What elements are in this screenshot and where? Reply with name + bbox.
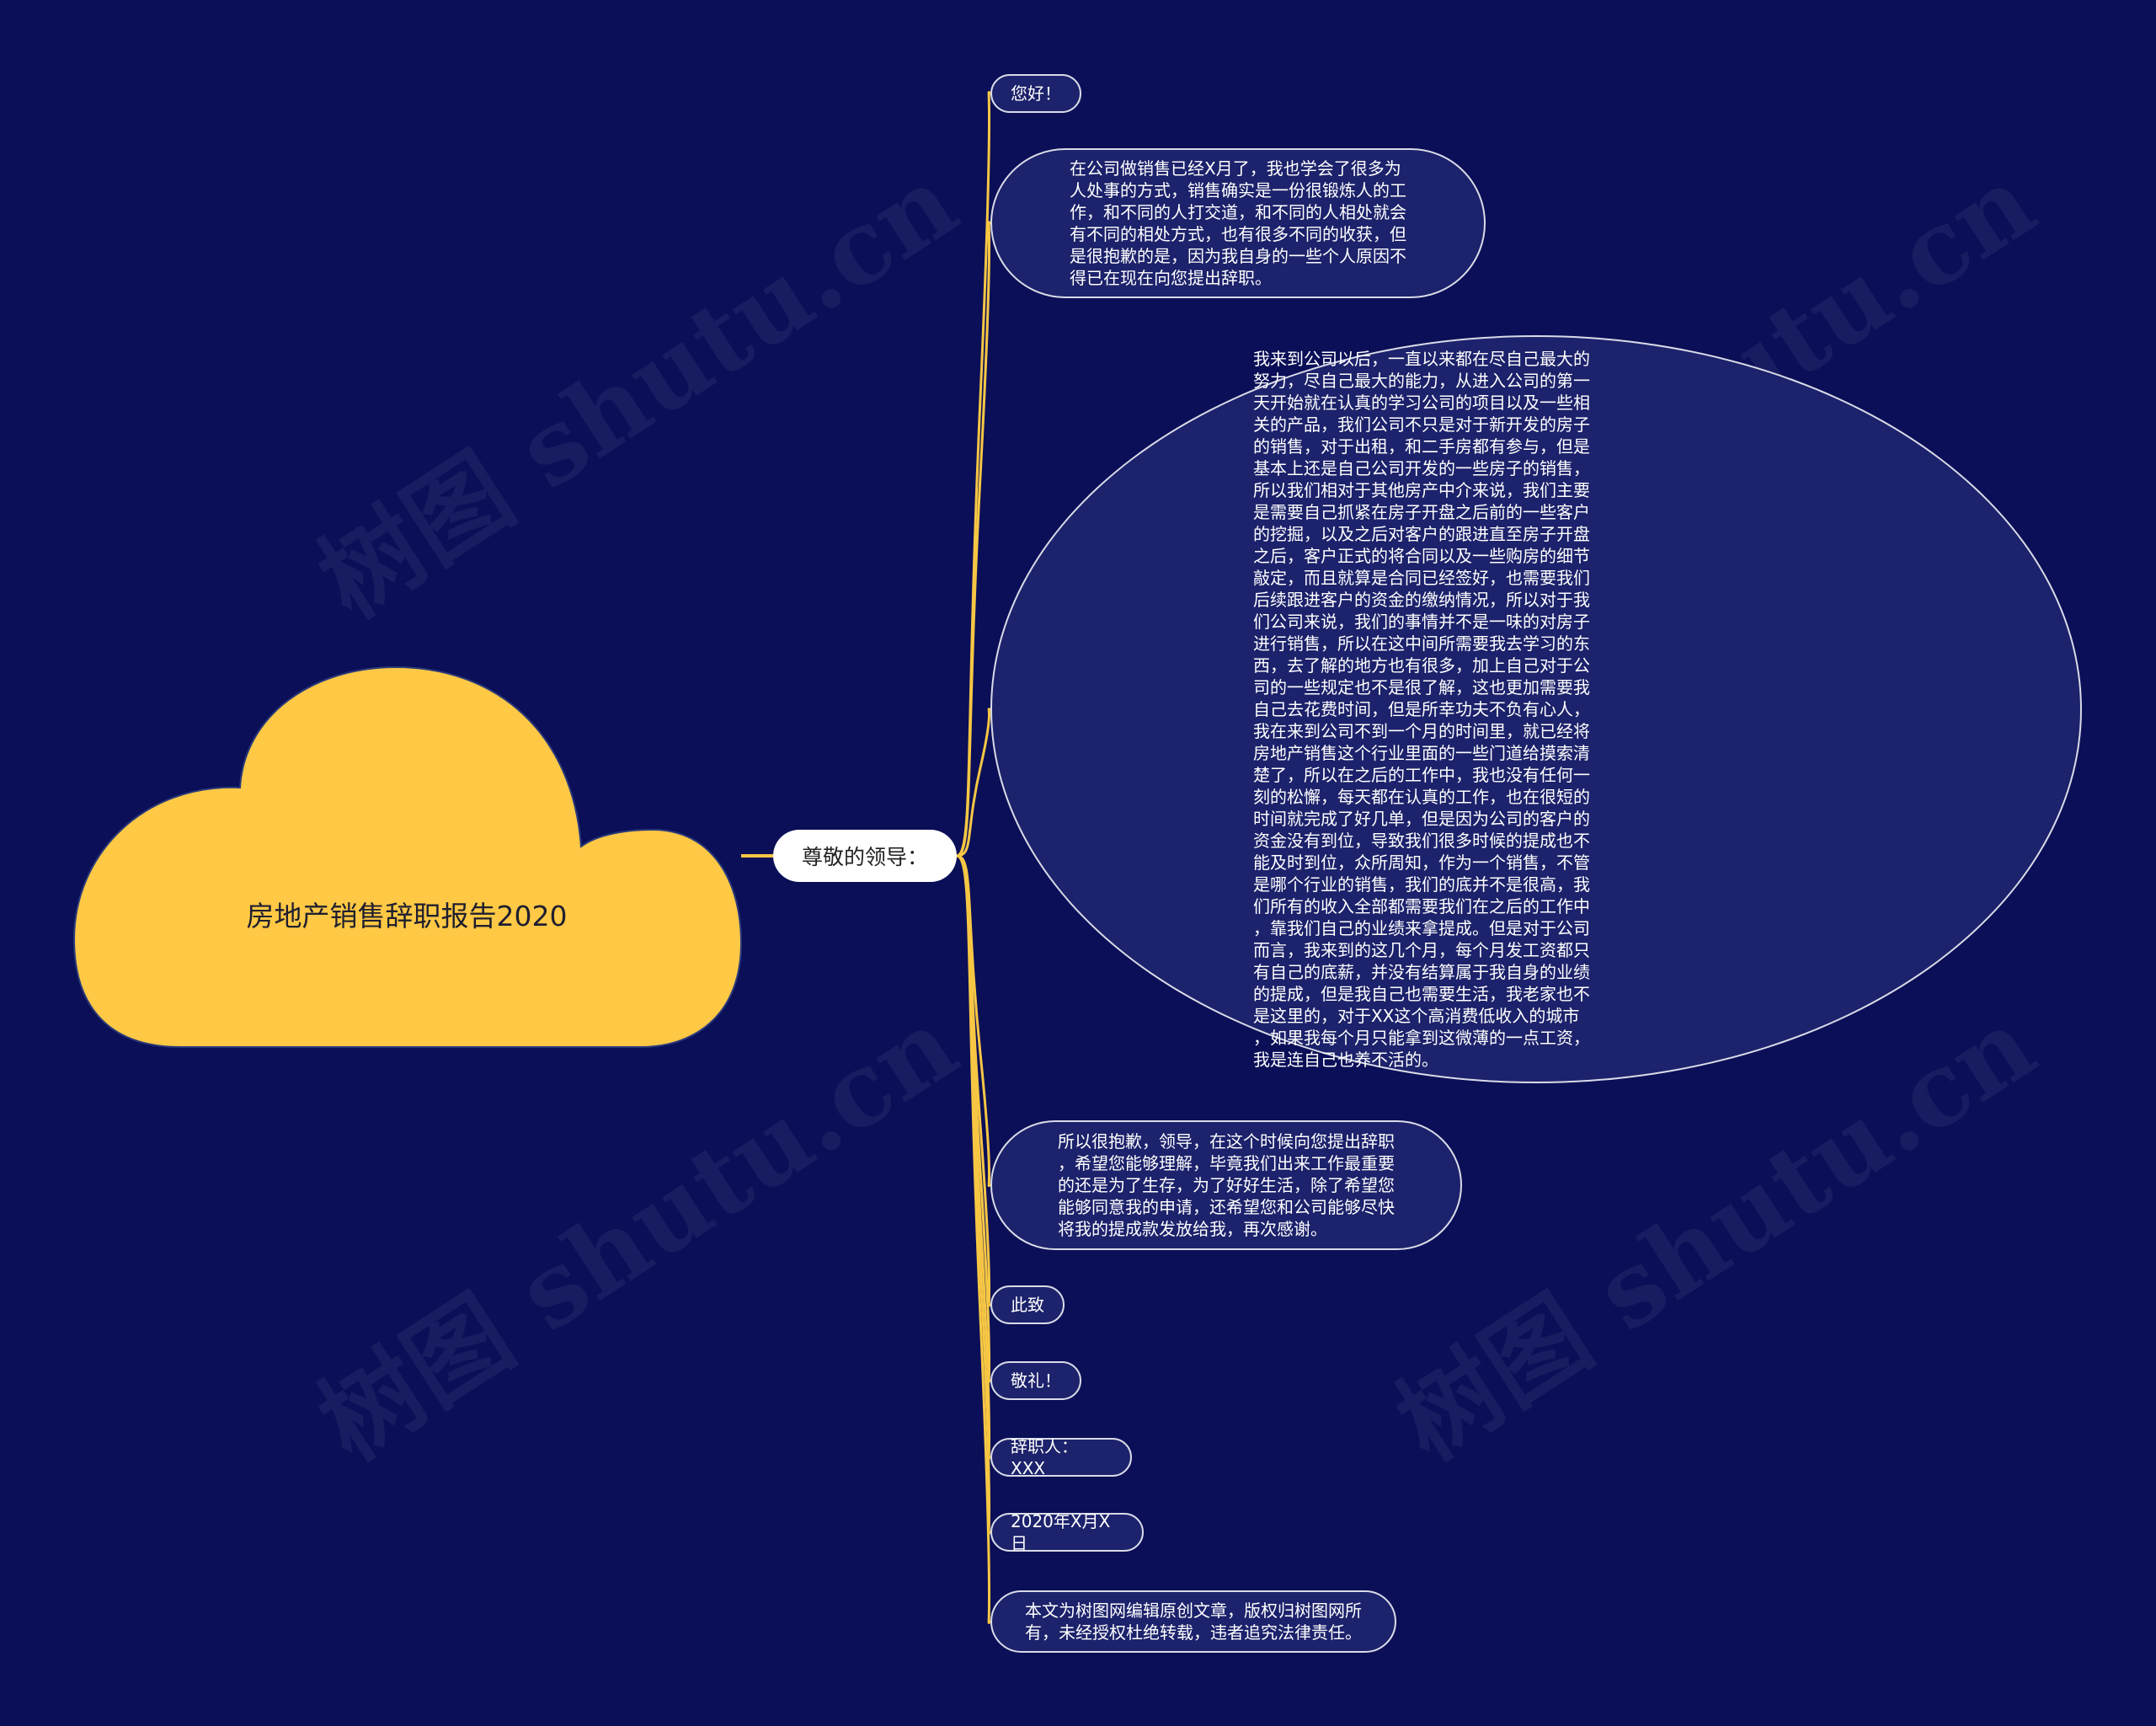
connector-line bbox=[956, 708, 991, 858]
connector-lines bbox=[956, 91, 991, 1625]
node-text: 您好！ bbox=[1011, 83, 1061, 104]
node-main-paragraph[interactable]: 我来到公司以后，一直以来都在尽自己最大的 努力，尽自己最大的能力，从进入公司的第… bbox=[990, 335, 2082, 1083]
node-text: 辞职人：XXX bbox=[1011, 1436, 1078, 1478]
root-topic[interactable]: 房地产销售辞职报告2020 bbox=[246, 900, 568, 932]
branch-topic[interactable]: 尊敬的领导： bbox=[773, 830, 957, 882]
node-intro-paragraph[interactable]: 在公司做销售已经X月了，我也学会了很多为 人处事的方式，销售确实是一份很锻炼人的… bbox=[990, 148, 1486, 298]
node-closing-paragraph[interactable]: 所以很抱歉，领导，在这个时候向您提出辞职 ，希望您能够理解，毕竟我们出来工作最重… bbox=[990, 1120, 1462, 1250]
node-date[interactable]: 2020年X月X日 bbox=[990, 1511, 1144, 1553]
node-text: 此致 bbox=[1011, 1295, 1044, 1315]
node-copyright[interactable]: 本文为树图网编辑原创文章，版权归树图网所 有，未经授权杜绝转载，违者追究法律责任… bbox=[990, 1590, 1396, 1653]
node-text: 本文为树图网编辑原创文章，版权归树图网所 有，未经授权杜绝转载，违者追究法律责任… bbox=[1025, 1600, 1362, 1643]
node-text: 敬礼！ bbox=[1011, 1371, 1061, 1391]
node-text: 我来到公司以后，一直以来都在尽自己最大的 努力，尽自己最大的能力，从进入公司的第… bbox=[1253, 349, 1590, 1070]
connector-line bbox=[956, 854, 991, 1625]
node-salutation[interactable]: 此致 bbox=[990, 1285, 1065, 1324]
node-signatory[interactable]: 辞职人：XXX bbox=[990, 1436, 1132, 1478]
node-text: 在公司做销售已经X月了，我也学会了很多为 人处事的方式，销售确实是一份很锻炼人的… bbox=[1070, 158, 1406, 288]
connector-line bbox=[956, 221, 991, 858]
node-text: 2020年X月X日 bbox=[1011, 1511, 1111, 1553]
node-regards[interactable]: 敬礼！ bbox=[990, 1361, 1081, 1400]
node-text: 所以很抱歉，领导，在这个时候向您提出辞职 ，希望您能够理解，毕竟我们出来工作最重… bbox=[1058, 1131, 1395, 1239]
root-cloud-shape bbox=[72, 665, 743, 1048]
node-greeting[interactable]: 您好！ bbox=[990, 74, 1081, 113]
